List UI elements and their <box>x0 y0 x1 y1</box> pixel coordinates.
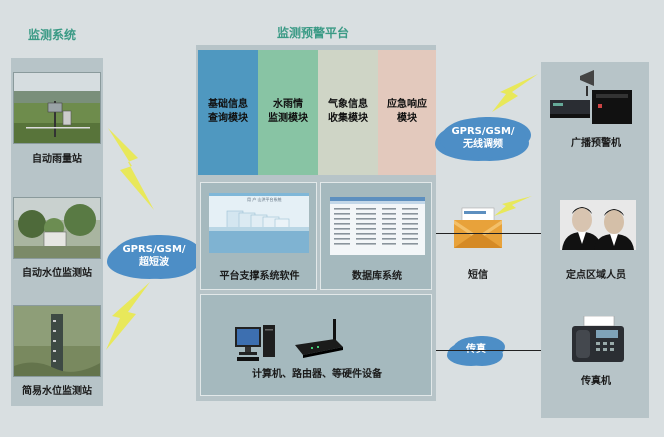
fax-machine-icon <box>572 316 624 362</box>
broadcast-label: 广播预警机 <box>571 138 621 149</box>
router-icon <box>295 319 343 358</box>
module-line: 水雨情 <box>273 99 303 110</box>
rain-station-photo <box>13 72 101 144</box>
hardware-label: 计算机、路由器、等硬件设备 <box>252 369 382 380</box>
computer-icon <box>235 325 275 361</box>
gprs-gsm-fm-cloud: GPRS/GSM/ 无线调频 <box>440 118 526 158</box>
module-weather: 气象信息 收集模块 <box>318 50 378 175</box>
database-label: 数据库系统 <box>352 271 402 282</box>
fax-machine-label: 传真机 <box>581 376 611 387</box>
module-line: 应急响应 <box>387 99 427 110</box>
module-water-rain: 水雨情 监测模块 <box>258 50 318 175</box>
module-line: 基础信息 <box>208 99 248 110</box>
cloud-line: GPRS/GSM/ <box>451 126 515 137</box>
arrow-line <box>436 350 548 351</box>
module-line: 收集模块 <box>328 113 368 124</box>
module-emergency: 应急响应 模块 <box>378 50 436 175</box>
cloud-line: 无线调频 <box>463 139 503 150</box>
rain-station-label: 自动雨量站 <box>32 154 82 165</box>
module-line: 气象信息 <box>328 99 368 110</box>
module-basic-info: 基础信息 查询模块 <box>198 50 258 175</box>
arrow-line <box>436 233 548 234</box>
platform-title: 监测预警平台 <box>277 26 350 40</box>
people-icon <box>560 200 636 250</box>
signal-bolt-icon <box>492 74 538 112</box>
broadcast-alarm-icon <box>550 70 632 124</box>
monitor-system-title: 监测系统 <box>28 28 77 42</box>
hardware-box: 计算机、路由器、等硬件设备 <box>200 294 432 396</box>
software-label: 平台支撑系统软件 <box>219 271 300 282</box>
database-screen-icon <box>330 197 425 255</box>
water-station-label: 自动水位监测站 <box>22 268 92 279</box>
module-line: 监测模块 <box>268 113 308 124</box>
simple-station-label: 简易水位监测站 <box>22 386 92 397</box>
sms-label: 短信 <box>468 270 488 281</box>
cloud-line: GPRS/GSM/ <box>122 244 186 255</box>
sms-envelope-icon <box>454 207 502 248</box>
gprs-gsm-ultrashort-cloud: GPRS/GSM/ 超短波 <box>112 236 196 276</box>
software-box: 用 户 山洪平台系统 平台支撑系统软件 <box>200 182 317 290</box>
water-station-photo <box>13 197 101 259</box>
signal-bolt-icon <box>494 196 532 216</box>
simple-station-photo <box>13 305 101 377</box>
database-box: 数据库系统 <box>320 182 432 290</box>
module-line: 查询模块 <box>208 113 248 124</box>
module-line: 模块 <box>397 113 417 124</box>
software-screen-title: 用 户 山洪平台系统 <box>247 197 282 202</box>
people-label: 定点区域人员 <box>566 270 626 281</box>
cloud-line: 超短波 <box>139 257 169 268</box>
software-screen-icon <box>209 193 309 253</box>
signal-bolt-icon <box>106 282 150 350</box>
signal-bolt-icon <box>108 128 154 210</box>
